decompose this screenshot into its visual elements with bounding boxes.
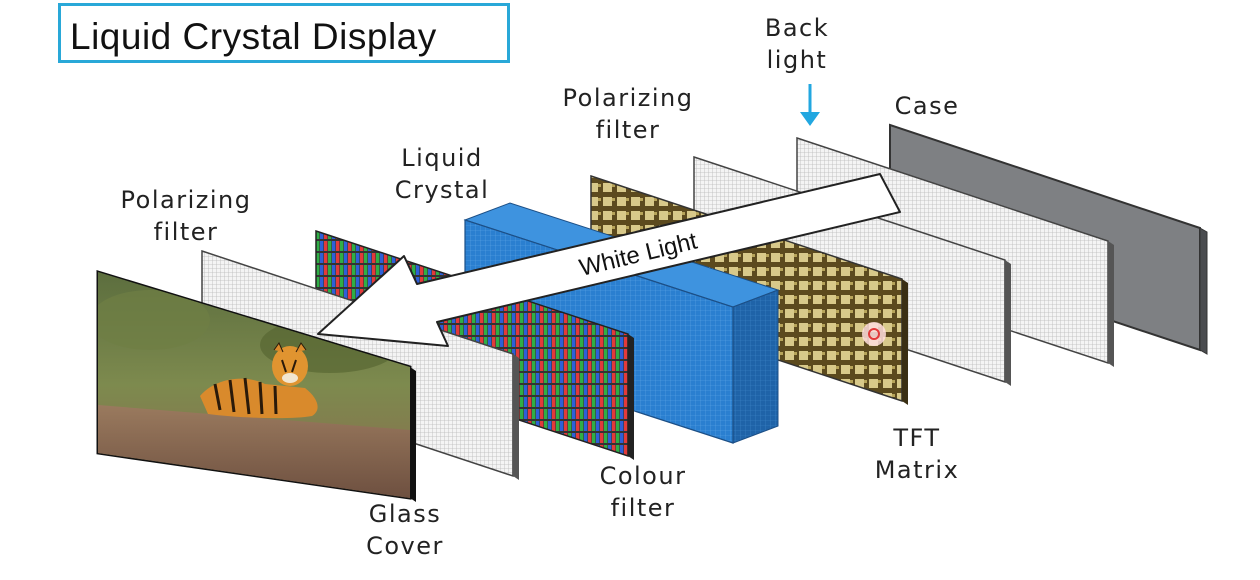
title-text: Liquid Crystal Display: [70, 16, 437, 57]
pixel-highlight-icon: [862, 322, 886, 346]
backlight-arrow-icon: [800, 84, 820, 126]
label-case: Case: [894, 92, 960, 120]
title-box: Liquid Crystal Display: [58, 3, 510, 63]
